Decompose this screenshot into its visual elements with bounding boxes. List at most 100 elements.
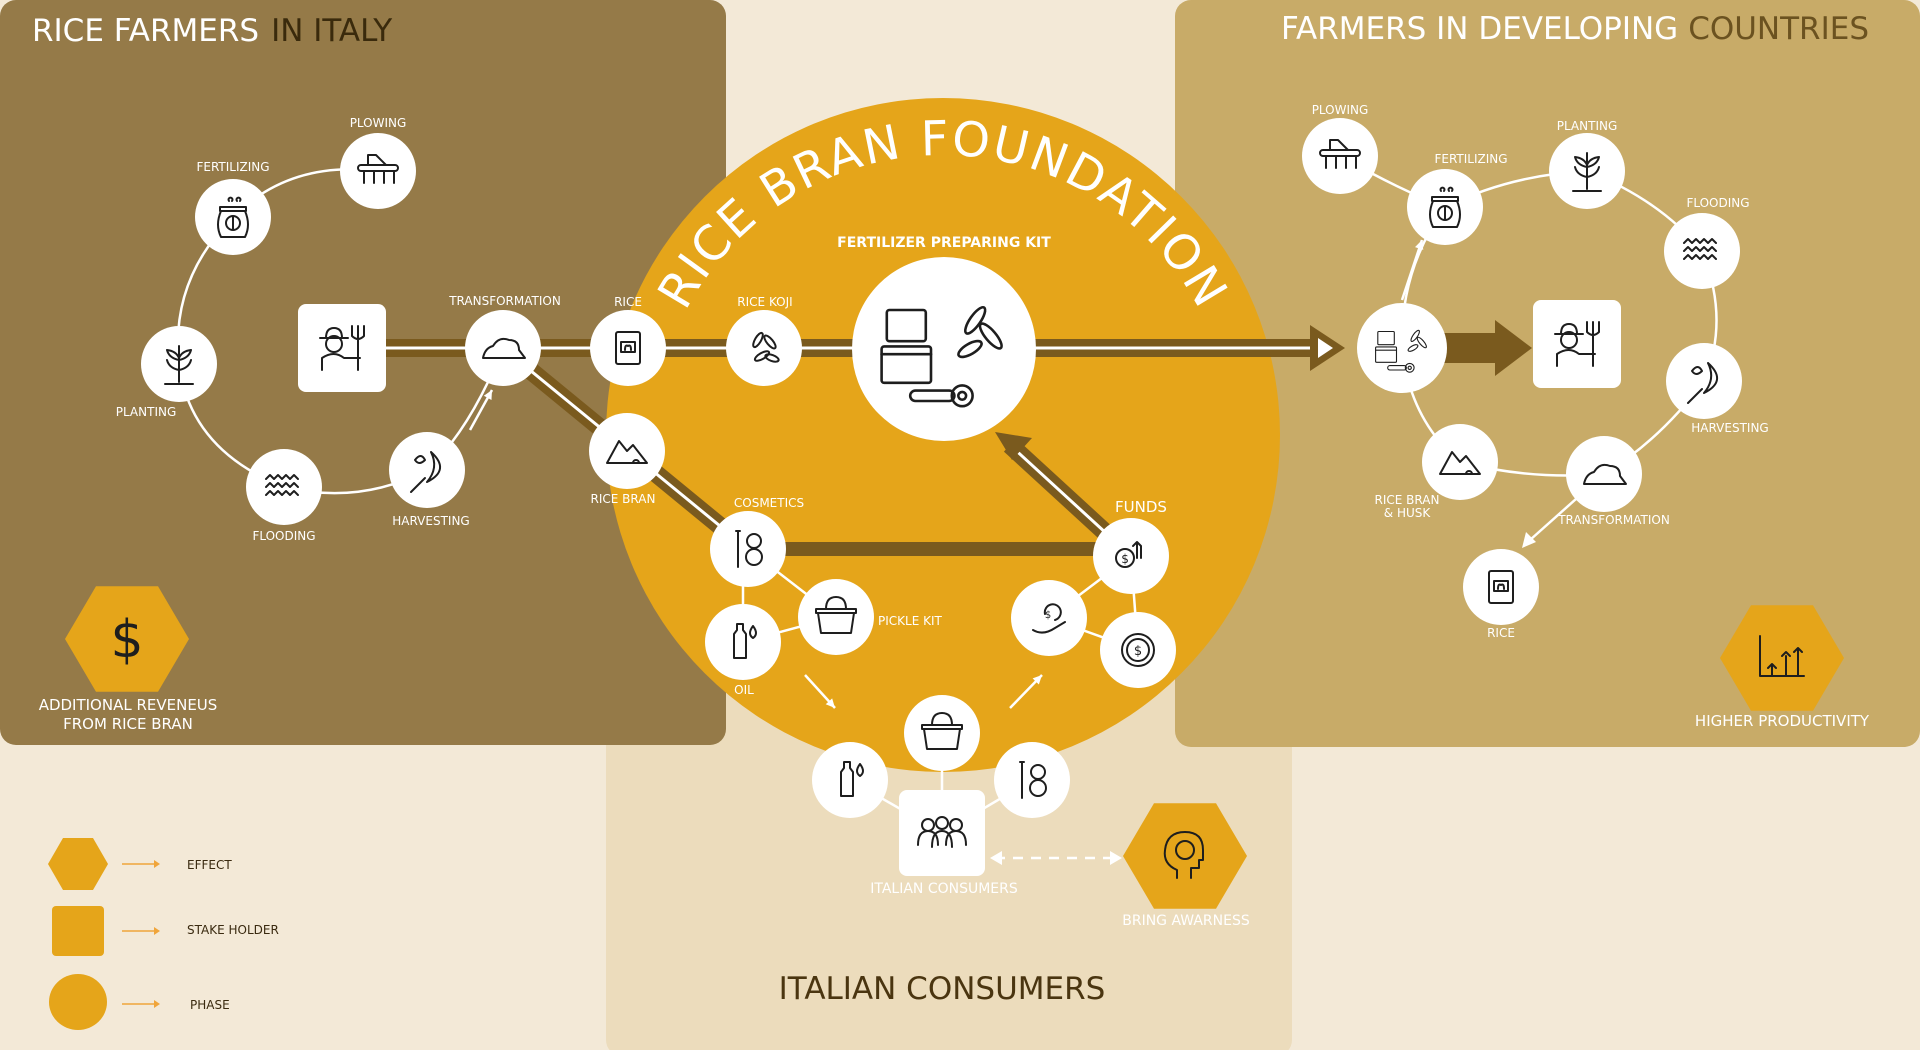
- delivery-arrowhead: [1495, 320, 1532, 376]
- bring-awareness-effect[interactable]: [1123, 803, 1247, 909]
- label-dev-plowing: PLOWING: [1312, 103, 1369, 117]
- italy-rice-bran-phase[interactable]: [589, 413, 665, 489]
- dollar-icon: $: [110, 610, 143, 670]
- arrowhead: [1032, 675, 1042, 685]
- italy-rice-phase[interactable]: [590, 310, 666, 386]
- dev-harvesting-phase[interactable]: [1666, 343, 1742, 419]
- dev-rice-bran-husk-phase[interactable]: [1422, 424, 1498, 500]
- dev-transformation-phase[interactable]: [1566, 436, 1642, 512]
- fertilizer-kit-phase-shape: [852, 257, 1036, 441]
- label-dev-rice-bran: RICE BRAN: [1375, 493, 1440, 507]
- label-cosmetics: COSMETICS: [734, 496, 804, 510]
- pickle-kit-phase[interactable]: [798, 579, 874, 655]
- oil-phase-shape: [705, 604, 781, 680]
- legend-stakeholder-label: STAKE HOLDER: [187, 923, 279, 937]
- svg-text:$: $: [1045, 610, 1051, 621]
- italy-transformation-phase[interactable]: [465, 310, 541, 386]
- label-italy-rice-bran: RICE BRAN: [591, 492, 656, 506]
- sack-icon: [217, 196, 249, 238]
- sickle-icon: [1687, 362, 1718, 404]
- svg-text:$: $: [110, 610, 143, 670]
- italy-harvesting-phase[interactable]: [389, 432, 465, 508]
- legend-effect-label: EFFECT: [187, 858, 232, 872]
- consumer-oil-phase-shape: [812, 742, 888, 818]
- bring-awareness-effect-shape: [1123, 803, 1247, 909]
- label-dev-rice: RICE: [1487, 626, 1515, 640]
- label-dev-planting: PLANTING: [1557, 119, 1618, 133]
- donation-phase[interactable]: $: [1011, 580, 1087, 656]
- coin-icon: $: [1121, 633, 1155, 667]
- legend-phase-label: PHASE: [190, 998, 230, 1012]
- coin-phase[interactable]: $: [1100, 612, 1176, 688]
- italy-farmer-stakeholder[interactable]: [298, 304, 386, 392]
- arrowhead: [154, 1000, 160, 1008]
- consumer-pickle-phase[interactable]: [904, 695, 980, 771]
- cosmetics-icon: [1019, 761, 1047, 799]
- dev-kit-phase-shape: [1357, 303, 1447, 393]
- consumer-cosmetics-phase[interactable]: [994, 742, 1070, 818]
- dev-plowing-phase[interactable]: [1302, 118, 1378, 194]
- chart-icon: [1759, 635, 1805, 677]
- italy-flooding-phase-shape: [246, 449, 322, 525]
- consumer-cosmetics-phase-shape: [994, 742, 1070, 818]
- label-pickle-kit: PICKLE KIT: [878, 614, 943, 628]
- legend-circle: [49, 974, 107, 1030]
- arrowhead: [1318, 338, 1333, 358]
- label-oil: OIL: [734, 683, 754, 697]
- legend-hexagon: [48, 838, 108, 890]
- label-italy-planting: PLANTING: [116, 405, 177, 419]
- waves-icon: [1683, 238, 1717, 260]
- label-dev-transformation: TRANSFORMATION: [1557, 513, 1670, 527]
- italy-fertilizing-phase[interactable]: [195, 179, 271, 255]
- cosmetics-phase[interactable]: [710, 511, 786, 587]
- dev-harvesting-phase-shape: [1666, 343, 1742, 419]
- italy-rice-phase-shape: [590, 310, 666, 386]
- arrowhead: [154, 860, 160, 868]
- dev-rice-phase[interactable]: [1463, 549, 1539, 625]
- dev-fertilizing-phase[interactable]: [1407, 169, 1483, 245]
- rice-koji-phase-shape: [726, 310, 802, 386]
- consumer-oil-phase[interactable]: [812, 742, 888, 818]
- oil-phase[interactable]: [705, 604, 781, 680]
- italian-consumers-stakeholder[interactable]: [899, 790, 985, 876]
- label-dev-husk: & HUSK: [1384, 506, 1432, 520]
- dev-farmer-stakeholder[interactable]: [1533, 300, 1621, 388]
- italy-flooding-phase[interactable]: [246, 449, 322, 525]
- label-funds: FUNDS: [1115, 498, 1167, 516]
- label-rice-koji: RICE KOJI: [737, 295, 792, 309]
- dev-flooding-phase[interactable]: [1664, 213, 1740, 289]
- arrowhead: [483, 390, 492, 400]
- label-italy-plowing: PLOWING: [350, 116, 407, 130]
- higher-productivity-effect[interactable]: [1720, 605, 1844, 711]
- bag-icon: [1488, 570, 1514, 604]
- fertilizer-kit-phase[interactable]: [852, 257, 1036, 441]
- dev-planting-phase[interactable]: [1549, 133, 1625, 209]
- label-italy-transformation: TRANSFORMATION: [448, 294, 561, 308]
- italy-planting-phase[interactable]: [141, 326, 217, 402]
- money-icon: $: [1115, 541, 1142, 568]
- dev-kit-phase[interactable]: [1357, 303, 1447, 393]
- container-icon: [815, 596, 857, 634]
- additional-revenues-effect[interactable]: $: [65, 586, 189, 692]
- consumer-pickle-phase-shape: [904, 695, 980, 771]
- plant-icon: [1572, 152, 1602, 192]
- higher-productivity-effect-shape: [1720, 605, 1844, 711]
- pickle-kit-phase-shape: [798, 579, 874, 655]
- head-icon: [1163, 831, 1204, 879]
- italy-plowing-phase[interactable]: [340, 133, 416, 209]
- rice-koji-phase[interactable]: [726, 310, 802, 386]
- hill-icon: [1439, 451, 1481, 475]
- label-italy-rice: RICE: [614, 295, 642, 309]
- farmer-icon: [319, 325, 365, 371]
- kit-icon: [880, 305, 1003, 408]
- funds-phase[interactable]: $: [1093, 518, 1169, 594]
- arrowhead: [1415, 240, 1424, 250]
- kit-label: FERTILIZER PREPARING KIT: [837, 235, 1051, 251]
- plow-icon: [357, 154, 399, 184]
- pile-icon: [482, 337, 526, 359]
- people-icon: [917, 816, 967, 848]
- bottle-icon: [733, 623, 757, 659]
- dev-transformation-phase-shape: [1566, 436, 1642, 512]
